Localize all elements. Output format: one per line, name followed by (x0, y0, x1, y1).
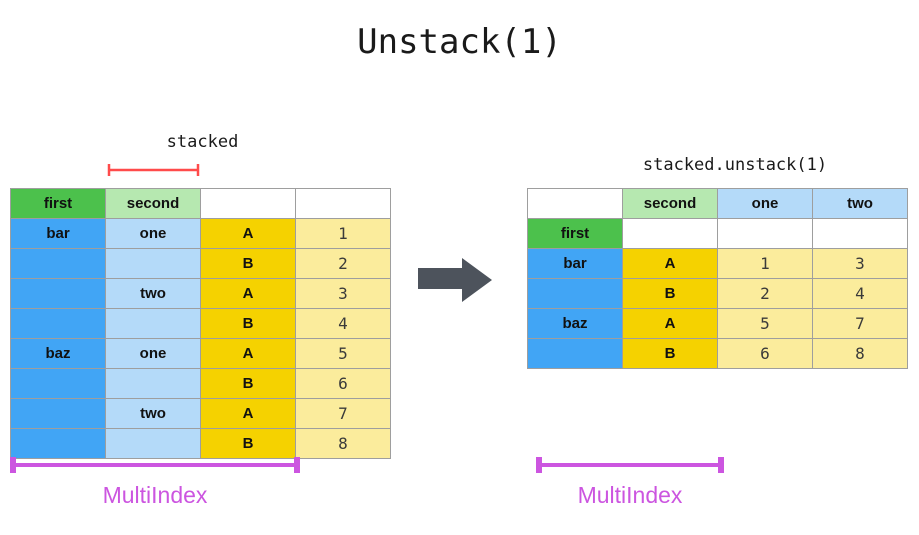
table-row: B 6 (10, 368, 391, 399)
cell-value: 5 (295, 338, 391, 369)
cell-ab: B (200, 248, 296, 279)
table-row: bar A 1 3 (527, 248, 908, 279)
header-cell-second: second (105, 188, 201, 219)
cell-first: baz (10, 338, 106, 369)
cell-first: baz (527, 308, 623, 339)
header-cell-two: two (812, 188, 908, 219)
header-cell-second: second (622, 188, 718, 219)
table-header-row-2: first (527, 218, 908, 249)
stacked-table: first second bar one A 1 B 2 two A (10, 188, 391, 459)
cell-first (527, 338, 623, 369)
multiindex-bracket-left (10, 455, 300, 475)
cell-second: two (105, 278, 201, 309)
header-cell-blank-1 (200, 188, 296, 219)
cell-value: 4 (295, 308, 391, 339)
header-cell-blank-corner (527, 188, 623, 219)
table-row: B 4 (10, 308, 391, 339)
header-cell-blank-2 (717, 218, 813, 249)
page-title: Unstack(1) (357, 22, 562, 62)
cell-first (10, 428, 106, 459)
cell-first (10, 278, 106, 309)
cell-first (10, 368, 106, 399)
right-arrow-icon (418, 258, 492, 306)
cell-ab: A (622, 308, 718, 339)
multiindex-label-right: MultiIndex (577, 482, 683, 508)
table-header-row: first second (10, 188, 391, 219)
cell-value: 7 (295, 398, 391, 429)
multiindex-label-left: MultiIndex (102, 482, 208, 508)
left-table-caption: stacked (166, 132, 239, 152)
table-row: B 2 (10, 248, 391, 279)
cell-second (105, 308, 201, 339)
cell-value: 6 (295, 368, 391, 399)
cell-second: one (105, 218, 201, 249)
table-header-row-1: second one two (527, 188, 908, 219)
table-row: two A 3 (10, 278, 391, 309)
cell-ab: A (622, 248, 718, 279)
cell-first (10, 398, 106, 429)
cell-ab: B (200, 428, 296, 459)
cell-ab: B (622, 278, 718, 309)
unstacked-table: second one two first bar A 1 3 B 2 4 (527, 188, 908, 369)
cell-first (527, 278, 623, 309)
cell-value: 8 (295, 428, 391, 459)
header-cell-blank-1 (622, 218, 718, 249)
cell-first: bar (527, 248, 623, 279)
cell-value: 3 (295, 278, 391, 309)
cell-value-two: 3 (812, 248, 908, 279)
header-cell-blank-3 (812, 218, 908, 249)
second-column-bracket (107, 163, 200, 177)
cell-ab: B (200, 368, 296, 399)
cell-second (105, 428, 201, 459)
cell-first (10, 308, 106, 339)
cell-ab: A (200, 398, 296, 429)
cell-second: two (105, 398, 201, 429)
table-row: two A 7 (10, 398, 391, 429)
cell-value-two: 7 (812, 308, 908, 339)
cell-value-two: 8 (812, 338, 908, 369)
table-row: bar one A 1 (10, 218, 391, 249)
cell-ab: B (200, 308, 296, 339)
cell-value-one: 6 (717, 338, 813, 369)
header-cell-blank-2 (295, 188, 391, 219)
cell-first (10, 248, 106, 279)
cell-value-one: 5 (717, 308, 813, 339)
cell-second (105, 248, 201, 279)
cell-value-one: 1 (717, 248, 813, 279)
cell-value: 2 (295, 248, 391, 279)
cell-value-two: 4 (812, 278, 908, 309)
table-row: B 6 8 (527, 338, 908, 369)
cell-value-one: 2 (717, 278, 813, 309)
caption-line-1: stacked.unstack(1) (642, 155, 828, 175)
table-row: B 2 4 (527, 278, 908, 309)
cell-value: 1 (295, 218, 391, 249)
header-cell-first: first (527, 218, 623, 249)
cell-second (105, 368, 201, 399)
table-row: baz A 5 7 (527, 308, 908, 339)
header-cell-first: first (10, 188, 106, 219)
cell-ab: A (200, 278, 296, 309)
multiindex-bracket-right (536, 455, 724, 475)
table-row: baz one A 5 (10, 338, 391, 369)
cell-ab: A (200, 218, 296, 249)
cell-ab: B (622, 338, 718, 369)
cell-first: bar (10, 218, 106, 249)
header-cell-one: one (717, 188, 813, 219)
table-row: B 8 (10, 428, 391, 459)
cell-second: one (105, 338, 201, 369)
cell-ab: A (200, 338, 296, 369)
